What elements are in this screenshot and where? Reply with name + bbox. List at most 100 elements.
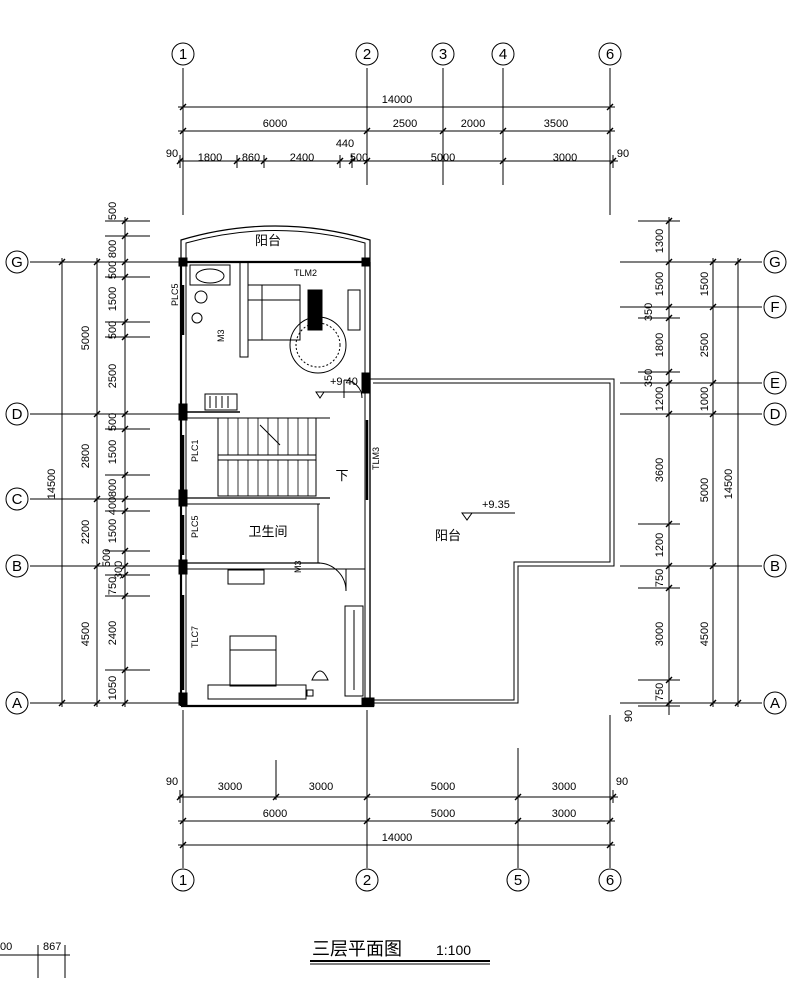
- dimension-overall-left: 14500: [46, 469, 58, 500]
- dimension-text: 500: [107, 202, 119, 220]
- dimension-text: 90: [623, 710, 635, 722]
- dimension-text: 5000: [431, 808, 455, 820]
- dimension-text: 1500: [107, 287, 119, 311]
- dimension-text: 3000: [309, 781, 333, 793]
- dimension-text: 2500: [107, 364, 119, 388]
- dimension-text: 400: [107, 497, 119, 515]
- axis-label-top: 1: [179, 46, 187, 63]
- dimension-text: 1200: [654, 387, 666, 411]
- dimension-text: 500: [107, 261, 119, 279]
- dimension-text: 800: [107, 240, 119, 258]
- door-tag: TLM2: [294, 268, 317, 278]
- dimension-overall-top: 14000: [382, 94, 413, 106]
- top-axis-bubbles: [171, 42, 622, 66]
- dimension-text: 350: [643, 303, 655, 321]
- axis-label-bottom: 2: [363, 872, 371, 889]
- axis-label-top: 3: [439, 46, 447, 63]
- dimension-text: 2500: [699, 333, 711, 357]
- top-dimension-lines: [176, 68, 618, 215]
- drawing-title: 三层平面图: [312, 939, 402, 959]
- dimension-text: 300: [113, 561, 125, 579]
- dimension-text: 440: [336, 138, 354, 150]
- dimension-text: 500: [107, 321, 119, 339]
- dimension-text: 3000: [553, 152, 577, 164]
- dimension-text: 3000: [552, 781, 576, 793]
- drawing-scale: 1:100: [436, 942, 471, 958]
- dimension-text: 1500: [107, 519, 119, 543]
- axis-label-right: F: [770, 299, 779, 316]
- dimension-text: 1200: [654, 533, 666, 557]
- dimension-text: 1500: [107, 440, 119, 464]
- dimension-text: 5000: [80, 326, 92, 350]
- dimension-text: 1000: [699, 387, 711, 411]
- bottom-dimension-lines: [176, 710, 618, 868]
- dimension-text: 90: [617, 148, 629, 160]
- dimension-text: 4500: [80, 622, 92, 646]
- dimension-text: 500: [101, 549, 113, 567]
- axis-label-bottom: 5: [514, 872, 522, 889]
- axis-label-left: B: [12, 558, 22, 575]
- dimension-text: 1050: [107, 676, 119, 700]
- dimension-text: 3500: [544, 118, 568, 130]
- dimension-text: 4500: [699, 622, 711, 646]
- stair-direction-label: 下: [335, 468, 348, 483]
- dimension-text: 5000: [431, 152, 455, 164]
- bottom-axis-bubbles: [171, 868, 622, 892]
- corner-dimension: 867: [43, 941, 61, 953]
- left-axis-bubbles: [5, 250, 29, 715]
- dimension-text: 500: [107, 413, 119, 431]
- level-mark-935: +9.35: [482, 499, 510, 511]
- building-walls: [178, 225, 615, 708]
- dimension-text: 2500: [393, 118, 417, 130]
- axis-label-top: 4: [499, 46, 507, 63]
- axis-label-bottom: 1: [179, 872, 187, 889]
- axis-label-right: A: [770, 695, 780, 712]
- dimension-text: 800: [107, 479, 119, 497]
- dimension-text: 90: [616, 776, 628, 788]
- axis-label-bottom: 6: [606, 872, 614, 889]
- dimension-text: 3000: [218, 781, 242, 793]
- dimension-text: 750: [654, 683, 666, 701]
- axis-label-right: B: [770, 558, 780, 575]
- dimension-text: 2400: [107, 621, 119, 645]
- dimension-text: 90: [166, 148, 178, 160]
- level-mark-940: +9.40: [330, 376, 358, 388]
- axis-label-left: D: [12, 406, 23, 423]
- right-dimension-lines: [620, 217, 762, 715]
- window-tag: PLC1: [190, 439, 200, 462]
- room-label-bathroom: 卫生间: [248, 524, 287, 539]
- axis-label-left: C: [12, 491, 23, 508]
- axis-label-right: G: [769, 254, 781, 271]
- right-axis-bubbles: [763, 250, 787, 715]
- dimension-text: 3000: [654, 622, 666, 646]
- dimension-text: 5000: [699, 478, 711, 502]
- door-tag: TLM3: [371, 447, 381, 470]
- dimension-text: 6000: [263, 118, 287, 130]
- dimension-text: 750: [107, 577, 119, 595]
- dimension-text: 2200: [80, 520, 92, 544]
- dimension-text: 860: [242, 152, 260, 164]
- dimension-text: 3600: [654, 458, 666, 482]
- room-label-balcony-right: 阳台: [435, 528, 461, 543]
- axis-label-left: G: [11, 254, 23, 271]
- window-tag: PLC5: [190, 515, 200, 538]
- dimension-text: 2400: [290, 152, 314, 164]
- dimension-overall-bottom: 14000: [382, 832, 413, 844]
- door-tag: M3: [216, 329, 226, 342]
- axis-label-right: E: [770, 375, 780, 392]
- door-tag: M3: [293, 560, 303, 573]
- corner-dimension: 00: [0, 941, 12, 953]
- dimension-text: 500: [350, 152, 368, 164]
- dimension-text: 1500: [654, 272, 666, 296]
- dimension-text: 1300: [654, 229, 666, 253]
- room-label-balcony-top: 阳台: [255, 233, 281, 248]
- window-tag: TLC7: [190, 626, 200, 648]
- dimension-text: 350: [643, 369, 655, 387]
- left-dimension-lines: [30, 217, 180, 707]
- axis-label-top: 2: [363, 46, 371, 63]
- dimension-text: 5000: [431, 781, 455, 793]
- dimension-text: 2800: [80, 444, 92, 468]
- dimension-overall-right: 14500: [723, 469, 735, 500]
- dimension-text: 90: [166, 776, 178, 788]
